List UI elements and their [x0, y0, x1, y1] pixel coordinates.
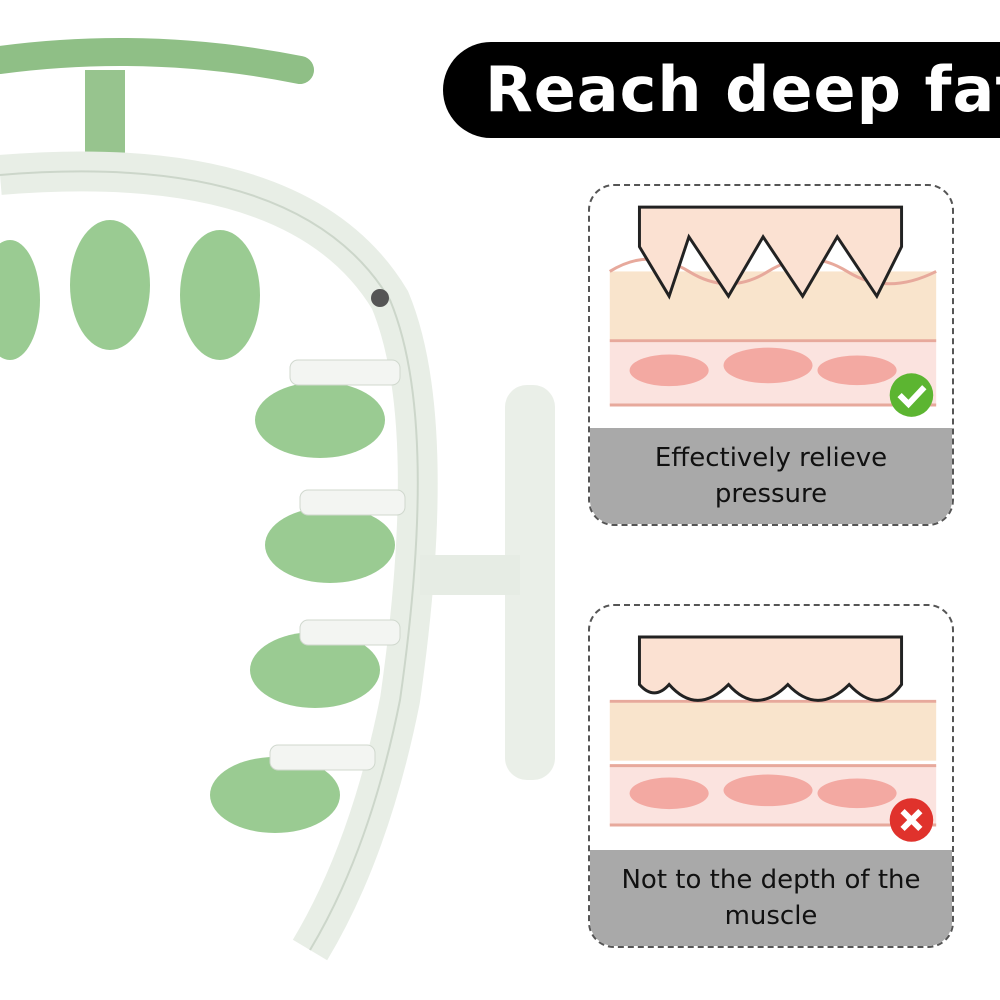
comparison-card-bad: Not to the depth of the muscle — [588, 604, 954, 948]
check-icon — [889, 373, 934, 417]
deep-penetration-illustration — [608, 205, 937, 417]
shallow-penetration-illustration — [609, 635, 937, 842]
card-caption: Not to the depth of the muscle — [590, 850, 952, 946]
card-caption: Effectively relieve pressure — [590, 428, 952, 524]
comparison-card-good: Effectively relieve pressure — [588, 184, 954, 526]
massager-product-image — [0, 38, 555, 961]
headline-banner: Reach deep fat — [443, 42, 1000, 138]
